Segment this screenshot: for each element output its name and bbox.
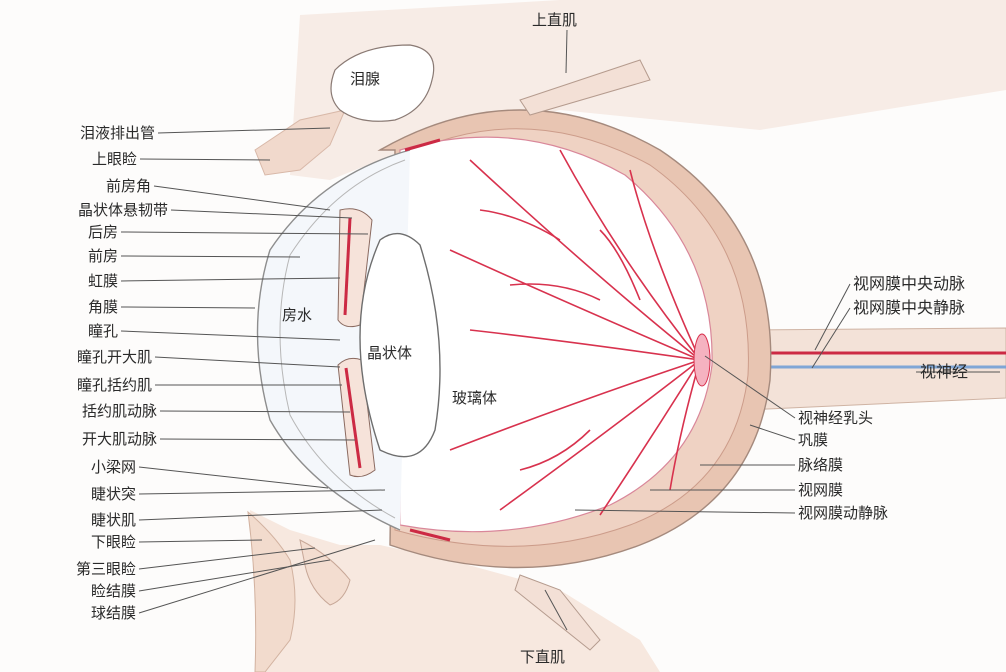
label-trabecular-meshwork: 小梁网 xyxy=(91,458,136,476)
label-ciliary-process: 睫状突 xyxy=(91,485,136,503)
optic-disc xyxy=(694,334,710,386)
label-vitreous: 玻璃体 xyxy=(452,389,497,407)
left-label-column: 泪液排出管 上眼睑 前房角 晶状体悬韧带 后房 前房 虹膜 角膜 瞳孔 瞳孔开大… xyxy=(76,124,168,622)
label-pupil: 瞳孔 xyxy=(88,322,118,340)
label-palpebral-conjunctiva: 睑结膜 xyxy=(91,582,136,600)
label-optic-nerve: 视神经 xyxy=(920,362,968,381)
label-lower-eyelid: 下眼睑 xyxy=(91,533,136,551)
label-anterior-chamber: 前房 xyxy=(88,247,118,265)
label-dilator-artery: 开大肌动脉 xyxy=(82,430,157,448)
label-central-retinal-vein: 视网膜中央静脉 xyxy=(853,298,965,317)
label-cornea: 角膜 xyxy=(88,298,118,316)
label-dilator-muscle: 瞳孔开大肌 xyxy=(77,348,152,366)
label-ciliary-muscle: 睫状肌 xyxy=(91,511,136,529)
label-bulbar-conjunctiva: 球结膜 xyxy=(91,604,136,622)
label-inferior-rectus: 下直肌 xyxy=(520,648,565,666)
label-retinal-vessels: 视网膜动静脉 xyxy=(798,504,888,522)
label-sphincter-artery: 括约肌动脉 xyxy=(82,402,157,420)
label-optic-disc: 视神经乳头 xyxy=(798,409,873,427)
label-iridocorneal-angle: 前房角 xyxy=(106,177,151,195)
label-central-retinal-artery: 视网膜中央动脉 xyxy=(853,274,965,293)
label-upper-eyelid: 上眼睑 xyxy=(92,150,137,168)
label-sclera: 巩膜 xyxy=(798,431,828,449)
label-choroid: 脉络膜 xyxy=(798,456,843,474)
label-lacrimal-gland: 泪腺 xyxy=(350,70,380,88)
label-aqueous-humor: 房水 xyxy=(282,306,312,324)
label-superior-rectus: 上直肌 xyxy=(532,11,577,29)
label-sphincter-muscle: 瞳孔括约肌 xyxy=(77,376,152,394)
label-nasolacrimal-duct: 泪液排出管 xyxy=(80,124,155,142)
label-third-eyelid: 第三眼睑 xyxy=(76,560,136,578)
label-lens: 晶状体 xyxy=(367,344,412,362)
label-zonular-fibers: 晶状体悬韧带 xyxy=(78,201,168,219)
label-iris: 虹膜 xyxy=(88,272,118,290)
label-retina: 视网膜 xyxy=(798,481,843,499)
label-posterior-chamber: 后房 xyxy=(88,223,118,241)
